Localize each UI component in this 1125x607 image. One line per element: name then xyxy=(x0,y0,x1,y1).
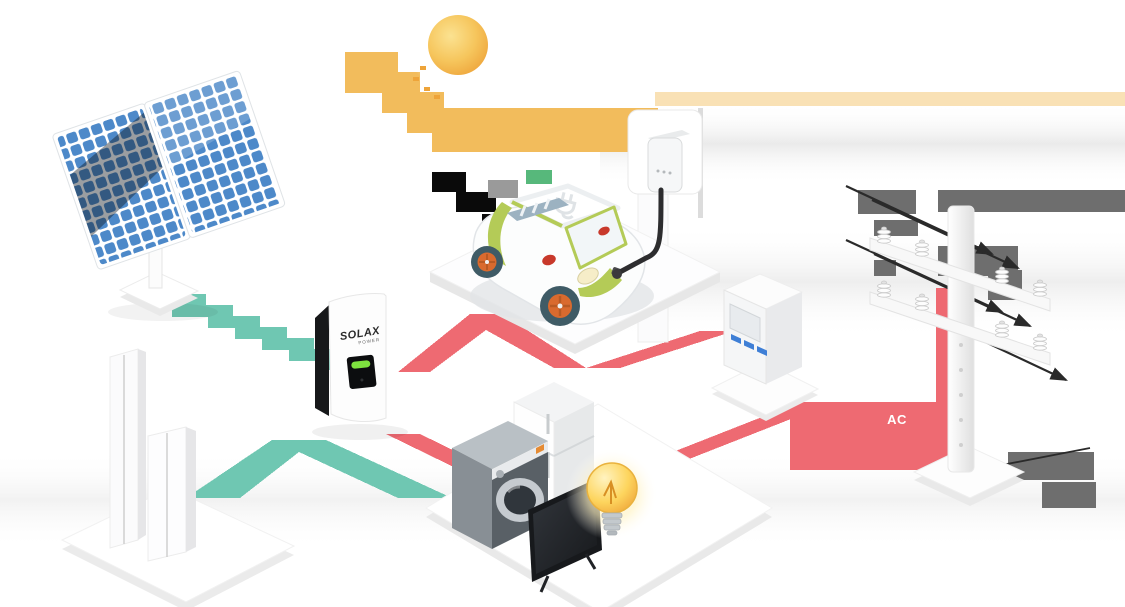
ev-car-icon xyxy=(428,183,722,354)
solar-panel-icon xyxy=(52,70,286,321)
ac-flow-red-ribbons: AC xyxy=(386,288,951,474)
smart-meter-icon xyxy=(710,273,820,421)
front-wheel xyxy=(540,286,580,326)
insulators xyxy=(877,226,1047,351)
pv-flow-teal-ribbons xyxy=(172,294,452,498)
inverter-icon: SOLAX POWER xyxy=(312,293,408,440)
light-bulb-icon xyxy=(566,448,658,540)
home-appliances xyxy=(425,382,773,607)
sun-icon xyxy=(408,0,508,99)
ac-flow-label: AC xyxy=(887,412,907,427)
solar-flow-yellow-ribbon xyxy=(345,52,1125,152)
power-pole-icon xyxy=(845,185,1091,506)
rear-wheel xyxy=(471,246,503,278)
pole-rivets xyxy=(959,343,963,447)
charging-cable xyxy=(617,187,664,275)
inverter-brand-subtext: POWER xyxy=(358,337,381,345)
inverter-display xyxy=(346,354,377,389)
meter-buttons xyxy=(731,334,767,356)
battery-icon xyxy=(60,348,296,607)
